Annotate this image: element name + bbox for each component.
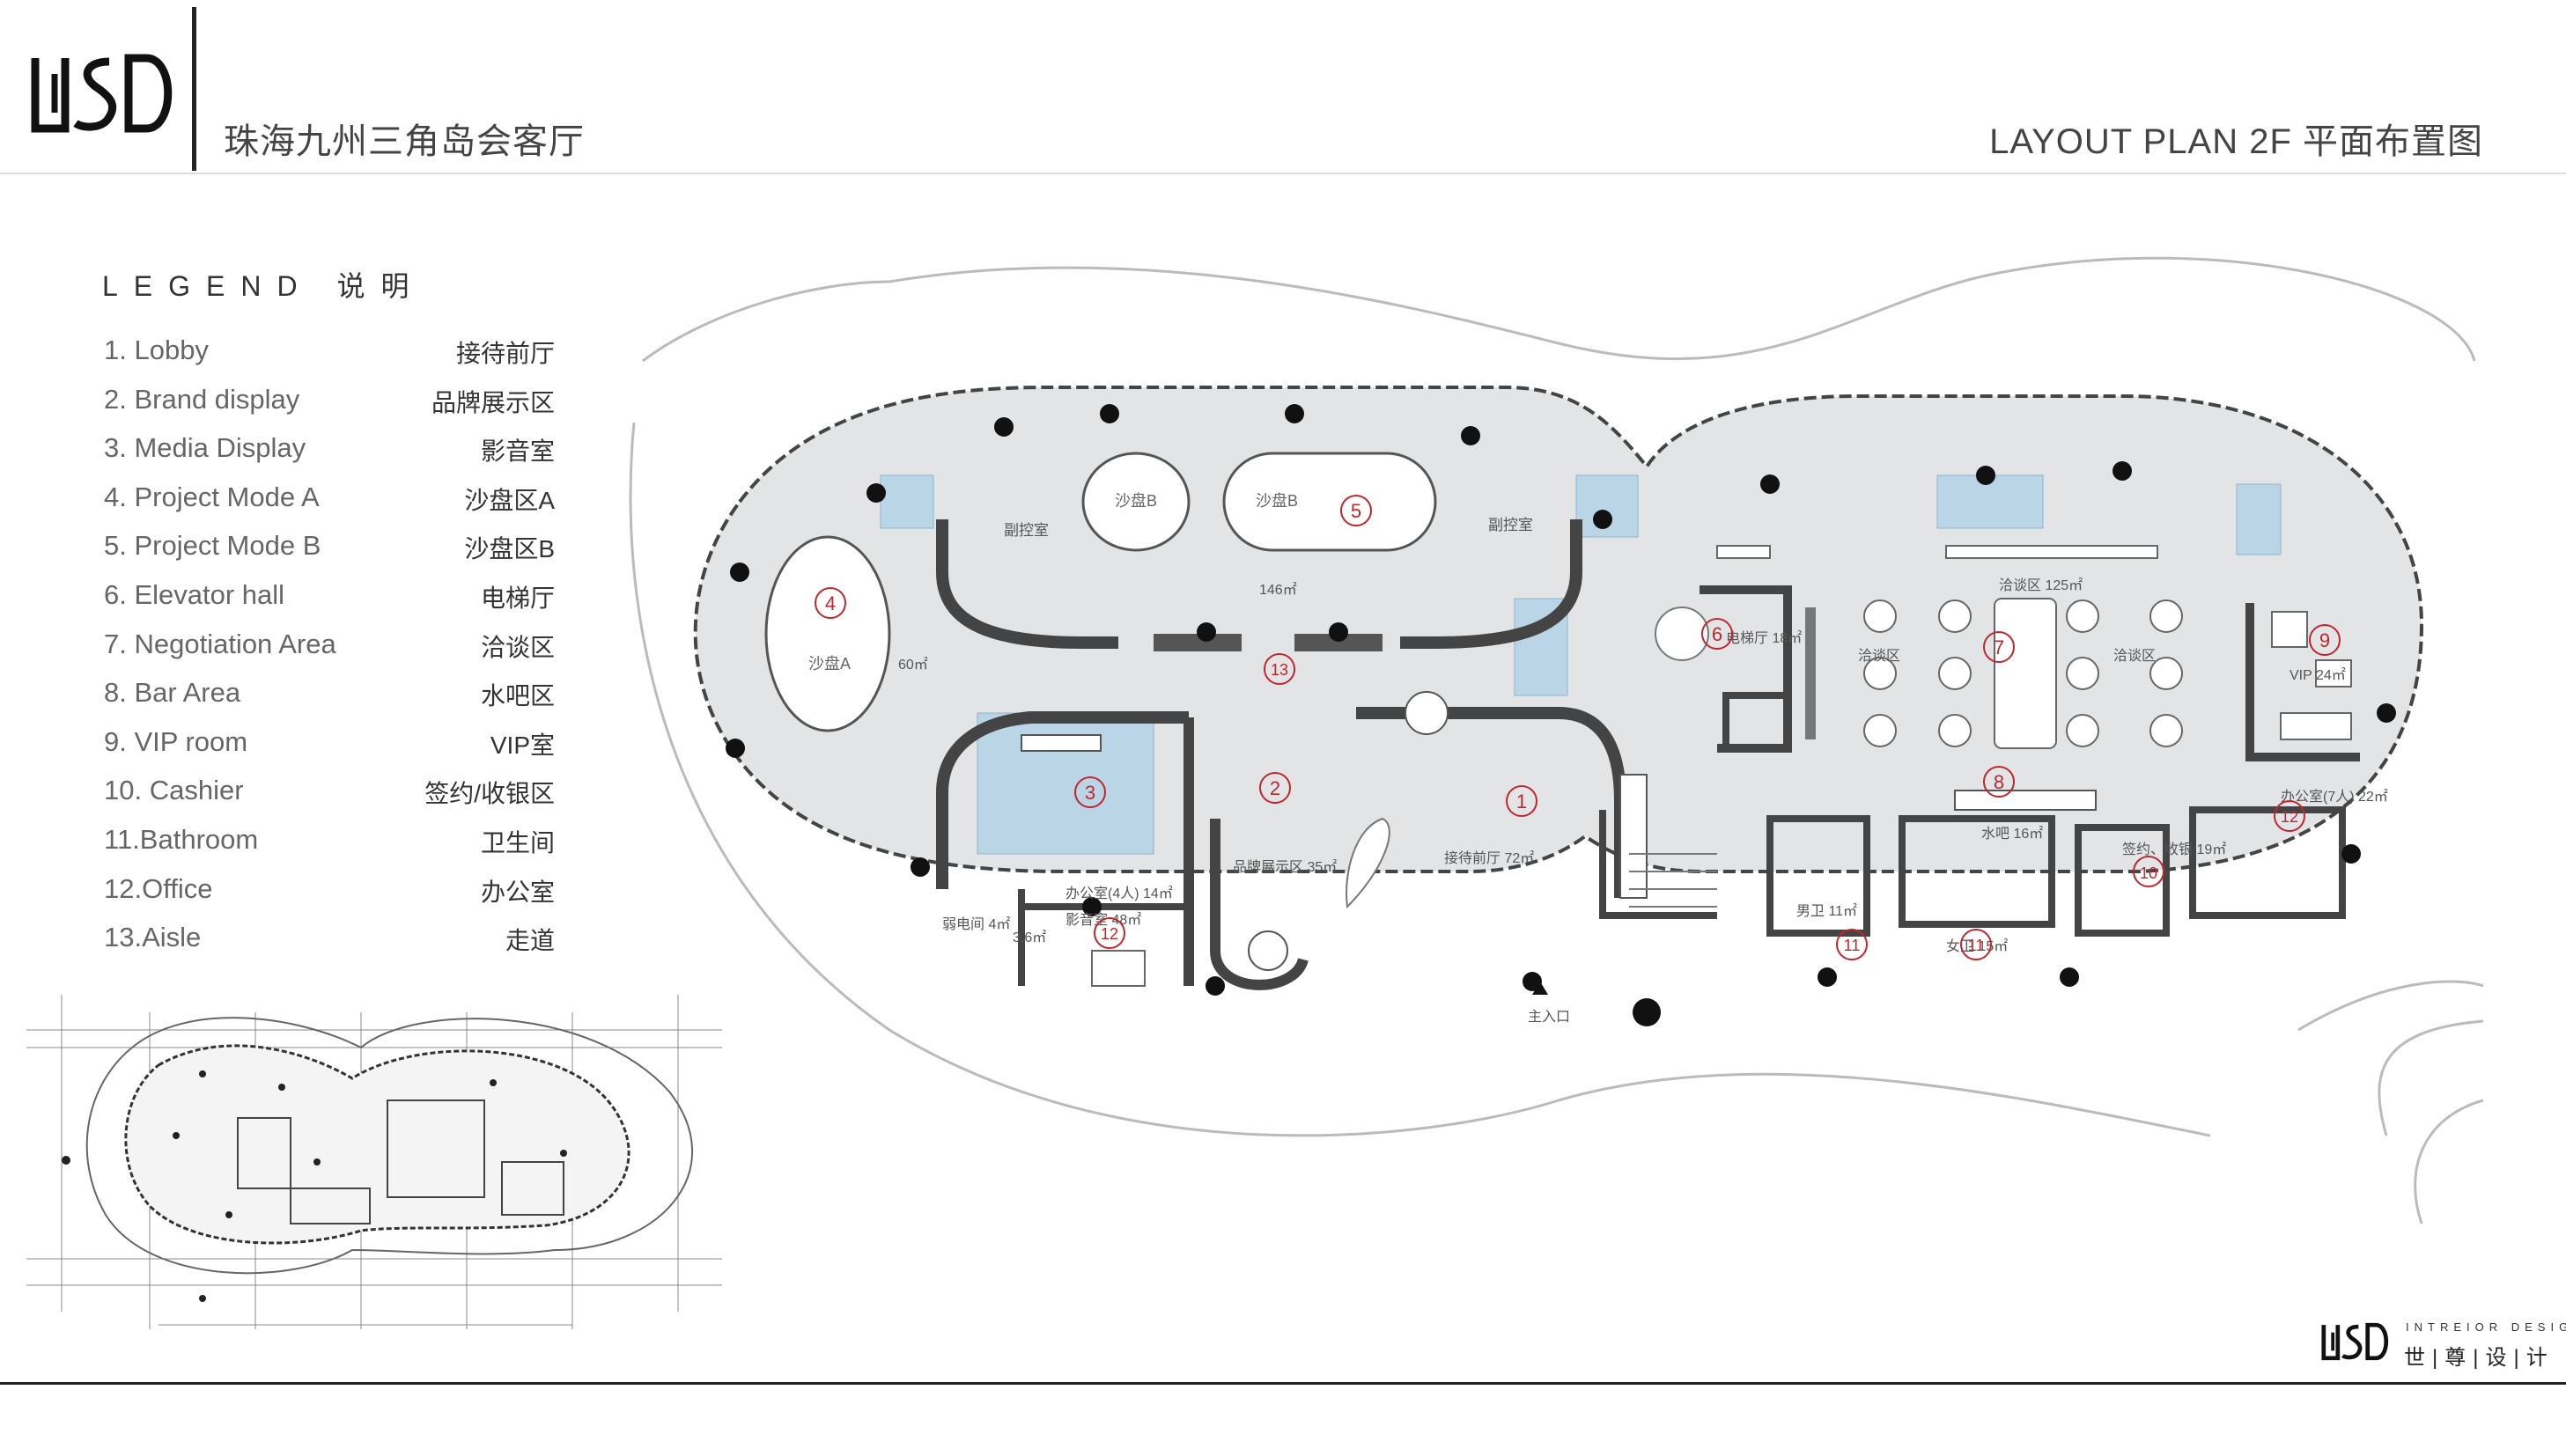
label-vip: VIP 24㎡ (2289, 667, 2346, 683)
marker-11a: 11 (1844, 937, 1861, 954)
legend-item: 7. Negotiation Area 洽谈区 (104, 629, 555, 678)
legend-item: 1. Lobby 接待前厅 (104, 335, 555, 384)
legend-item: 2. Brand display 品牌展示区 (104, 384, 555, 433)
legend-en: 13.Aisle (104, 922, 202, 953)
label-elevator: 电梯厅 18㎡ (1726, 630, 1802, 646)
marker-1: 1 (1516, 791, 1527, 813)
label-cashier: 签约、收银 19㎡ (2122, 842, 2226, 857)
legend-cn: 沙盘区A (464, 486, 555, 514)
label-office-right: 办公室(7人) 22㎡ (2281, 789, 2388, 805)
legend-item: 12.Office 办公室 (104, 873, 555, 923)
legend-cn: VIP室 (490, 731, 555, 759)
legend-item: 4. Project Mode A 沙盘区A (104, 482, 555, 531)
legend-en: 10. Cashier (104, 775, 244, 806)
key-plan (26, 995, 722, 1329)
legend-item: 5. Project Mode B 沙盘区B (104, 530, 555, 579)
legend-item: 9. VIP room VIP室 (104, 726, 555, 776)
label-sand-b1: 沙盘B (1115, 492, 1157, 510)
legend-list: 1. Lobby 接待前厅 2. Brand display 品牌展示区 3. Me… (104, 335, 555, 971)
legend-cn: 品牌展示区 (431, 388, 555, 416)
legend-item: 6. Elevator hall 电梯厅 (104, 579, 555, 629)
label-weak-room: 弱电间 4㎡ (942, 916, 1010, 932)
legend-cn: 接待前厅 (455, 340, 555, 367)
isd-logo (31, 54, 173, 133)
legend-item: 11.Bathroom 卫生间 (104, 824, 555, 873)
label-aisle: 146㎡ (1259, 582, 1297, 598)
legend-en: 11.Bathroom (104, 823, 259, 855)
legend-item: 8. Bar Area 水吧区 (104, 677, 555, 726)
marker-6: 6 (1712, 623, 1722, 645)
marker-7: 7 (1994, 636, 2004, 658)
label-sand-a: 沙盘A (808, 655, 851, 673)
legend-en: 7. Negotiation Area (104, 628, 336, 659)
project-title: 珠海九州三角岛会客厅 (224, 122, 585, 161)
label-control-right: 副控室 (1488, 517, 1533, 533)
label-control-left: 副控室 (1004, 522, 1049, 539)
footer-logo (2321, 1322, 2388, 1361)
marker-8: 8 (1994, 771, 2004, 793)
footer-en: INTREIOR DESIGN (2406, 1320, 2566, 1334)
legend-heading: LEGEND 说明 (102, 270, 425, 302)
label-toilet-male: 男卫 11㎡ (1796, 903, 1857, 919)
legend-en: 5. Project Mode B (104, 530, 321, 562)
legend-cn: 沙盘区B (464, 535, 555, 563)
legend-item: 13.Aisle 走道 (104, 922, 555, 971)
legend-en: 1. Lobby (104, 335, 209, 365)
marker-12a: 12 (1101, 925, 1118, 943)
label-brand: 品牌展示区 35㎡ (1233, 859, 1337, 875)
footer-cn: 世|尊|设|计 (2404, 1346, 2555, 1370)
legend-cn: 卫生间 (480, 828, 555, 857)
marker-12b: 12 (2281, 808, 2298, 826)
legend-cn: 影音室 (480, 438, 555, 466)
legend-cn: 走道 (505, 927, 555, 955)
label-nego-right: 洽谈区 (2113, 648, 2156, 664)
label-bar: 水吧 16㎡ (1981, 826, 2043, 842)
marker-3: 3 (1085, 782, 1095, 804)
label-office-left: 办公室(4人) 14㎡ (1065, 886, 1173, 901)
legend-cn: 签约/收银区 (424, 780, 555, 808)
legend-en: 12.Office (104, 872, 213, 904)
label-sand-b2: 沙盘B (1256, 492, 1298, 510)
label-lobby: 接待前厅 72㎡ (1444, 850, 1534, 866)
legend-en: 2. Brand display (104, 383, 300, 415)
marker-4: 4 (825, 592, 836, 614)
legend-en: 9. VIP room (104, 725, 248, 757)
legend-en: 3. Media Display (104, 432, 306, 464)
legend-cn: 办公室 (480, 878, 555, 906)
header: 珠海九州三角岛会客厅 LAYOUT PLAN 2F 平面布置图 (0, 0, 2566, 176)
marker-5: 5 (1351, 500, 1361, 522)
legend-en: 4. Project Mode A (104, 481, 320, 512)
label-entrance: 主入口 (1528, 1009, 1570, 1025)
legend-cn: 电梯厅 (480, 584, 555, 612)
marker-13: 13 (1271, 661, 1288, 679)
legend-item: 3. Media Display 影音室 (104, 432, 555, 482)
label-weak-room2: 3.6㎡ (1013, 930, 1046, 945)
plan-title: LAYOUT PLAN 2F 平面布置图 (1989, 122, 2483, 161)
floor-plan: 沙盘A 沙盘B 沙盘B 副控室 副控室 (629, 256, 2483, 1224)
legend-item: 10. Cashier 签约/收银区 (104, 775, 555, 824)
legend-cn: 水吧区 (480, 682, 555, 710)
label-area-a: 60㎡ (898, 657, 928, 673)
header-rule (0, 173, 2566, 174)
legend-en: 6. Elevator hall (104, 578, 285, 610)
marker-2: 2 (1270, 777, 1280, 799)
marker-10: 10 (2140, 864, 2157, 882)
marker-9: 9 (2319, 629, 2330, 651)
legend-en: 8. Bar Area (104, 677, 241, 709)
label-negotiation: 洽谈区 125㎡ (1999, 577, 2083, 593)
marker-11b: 11 (1968, 937, 1985, 954)
header-divider (192, 7, 196, 171)
bottom-rule (0, 1382, 2566, 1385)
legend-cn: 洽谈区 (480, 633, 555, 661)
label-nego-left: 洽谈区 (1858, 648, 1900, 664)
